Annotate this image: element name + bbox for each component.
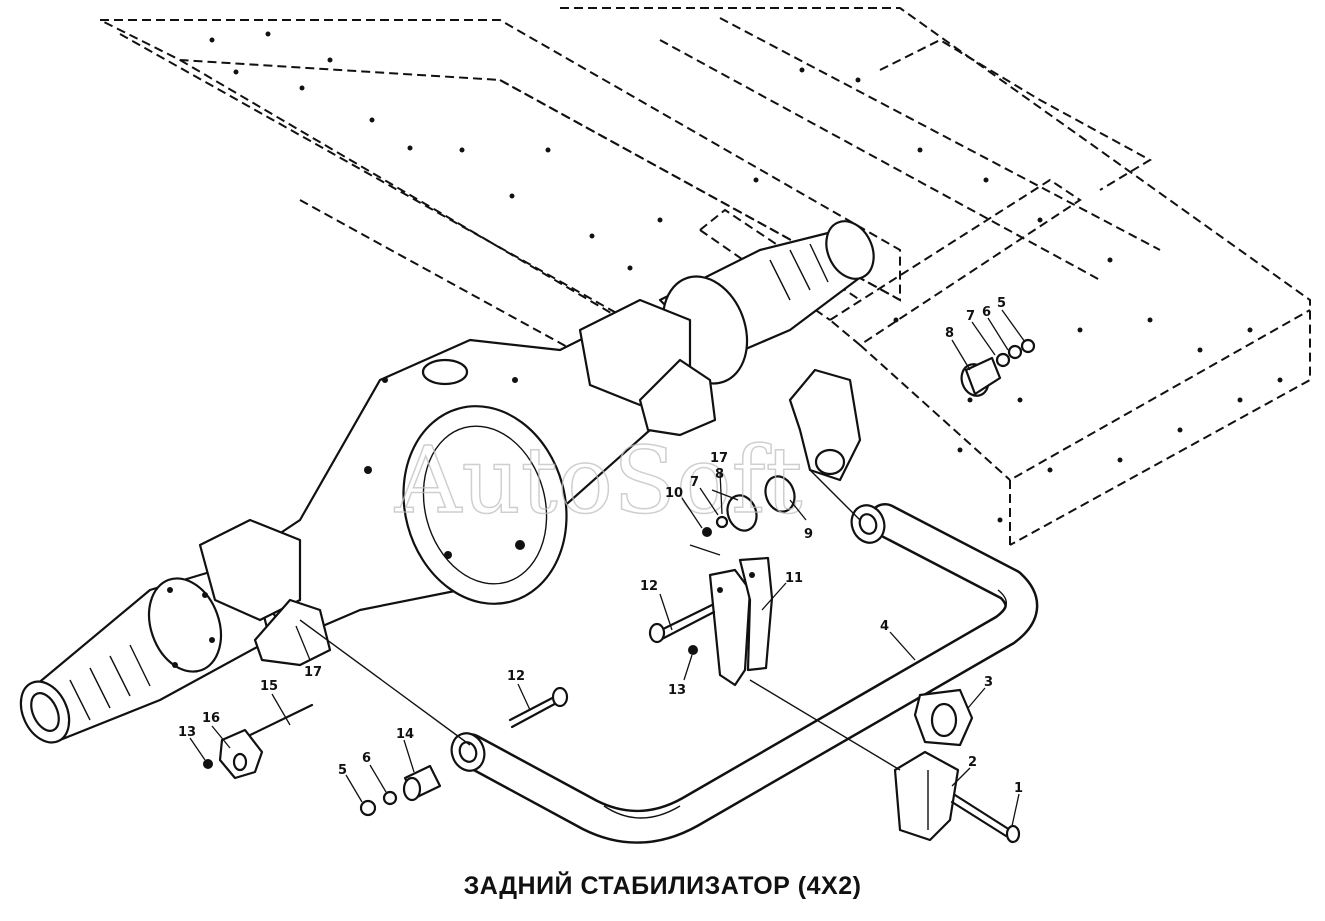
callout-5-top: 5: [997, 296, 1006, 311]
callout-8-top: 8: [945, 326, 954, 341]
callout-12-bottom: 12: [507, 669, 525, 684]
leader-lines: [189, 309, 1026, 827]
callout-17-left: 17: [304, 665, 322, 680]
callout-8-mid: 8: [715, 467, 724, 482]
callout-1: 1: [1014, 781, 1023, 796]
callout-11: 11: [785, 571, 803, 586]
callout-labels: 8 7 6 5 17 8 10 7 9 12 11 13 4 17 12 15 …: [178, 296, 1023, 796]
callout-12-top: 12: [640, 579, 658, 594]
callout-4: 4: [880, 619, 889, 634]
callout-10: 10: [665, 486, 683, 501]
assembly-lines: [299, 469, 901, 771]
callout-13-mid: 13: [668, 683, 686, 698]
callout-9: 9: [804, 527, 813, 542]
callout-6-top: 6: [982, 305, 991, 320]
frame-rivets: [209, 31, 1283, 523]
callout-14: 14: [396, 727, 414, 742]
axle-housing: [19, 220, 875, 744]
callout-13-left: 13: [178, 725, 196, 740]
small-parts: [203, 338, 1036, 844]
callout-16: 16: [202, 711, 220, 726]
stabilizer-bar: [450, 503, 1039, 844]
callout-5-bottom: 5: [338, 763, 347, 778]
callout-6-bottom: 6: [362, 751, 371, 766]
callout-15: 15: [260, 679, 278, 694]
callout-7-mid: 7: [690, 475, 699, 490]
callout-7-top: 7: [966, 309, 975, 324]
callout-2: 2: [968, 755, 977, 770]
diagram-caption: ЗАДНИЙ СТАБИЛИЗАТОР (4X2): [463, 872, 862, 900]
callout-3: 3: [984, 675, 993, 690]
callout-17-mid: 17: [710, 451, 728, 466]
watermark-text: AutoSoft: [394, 427, 803, 534]
